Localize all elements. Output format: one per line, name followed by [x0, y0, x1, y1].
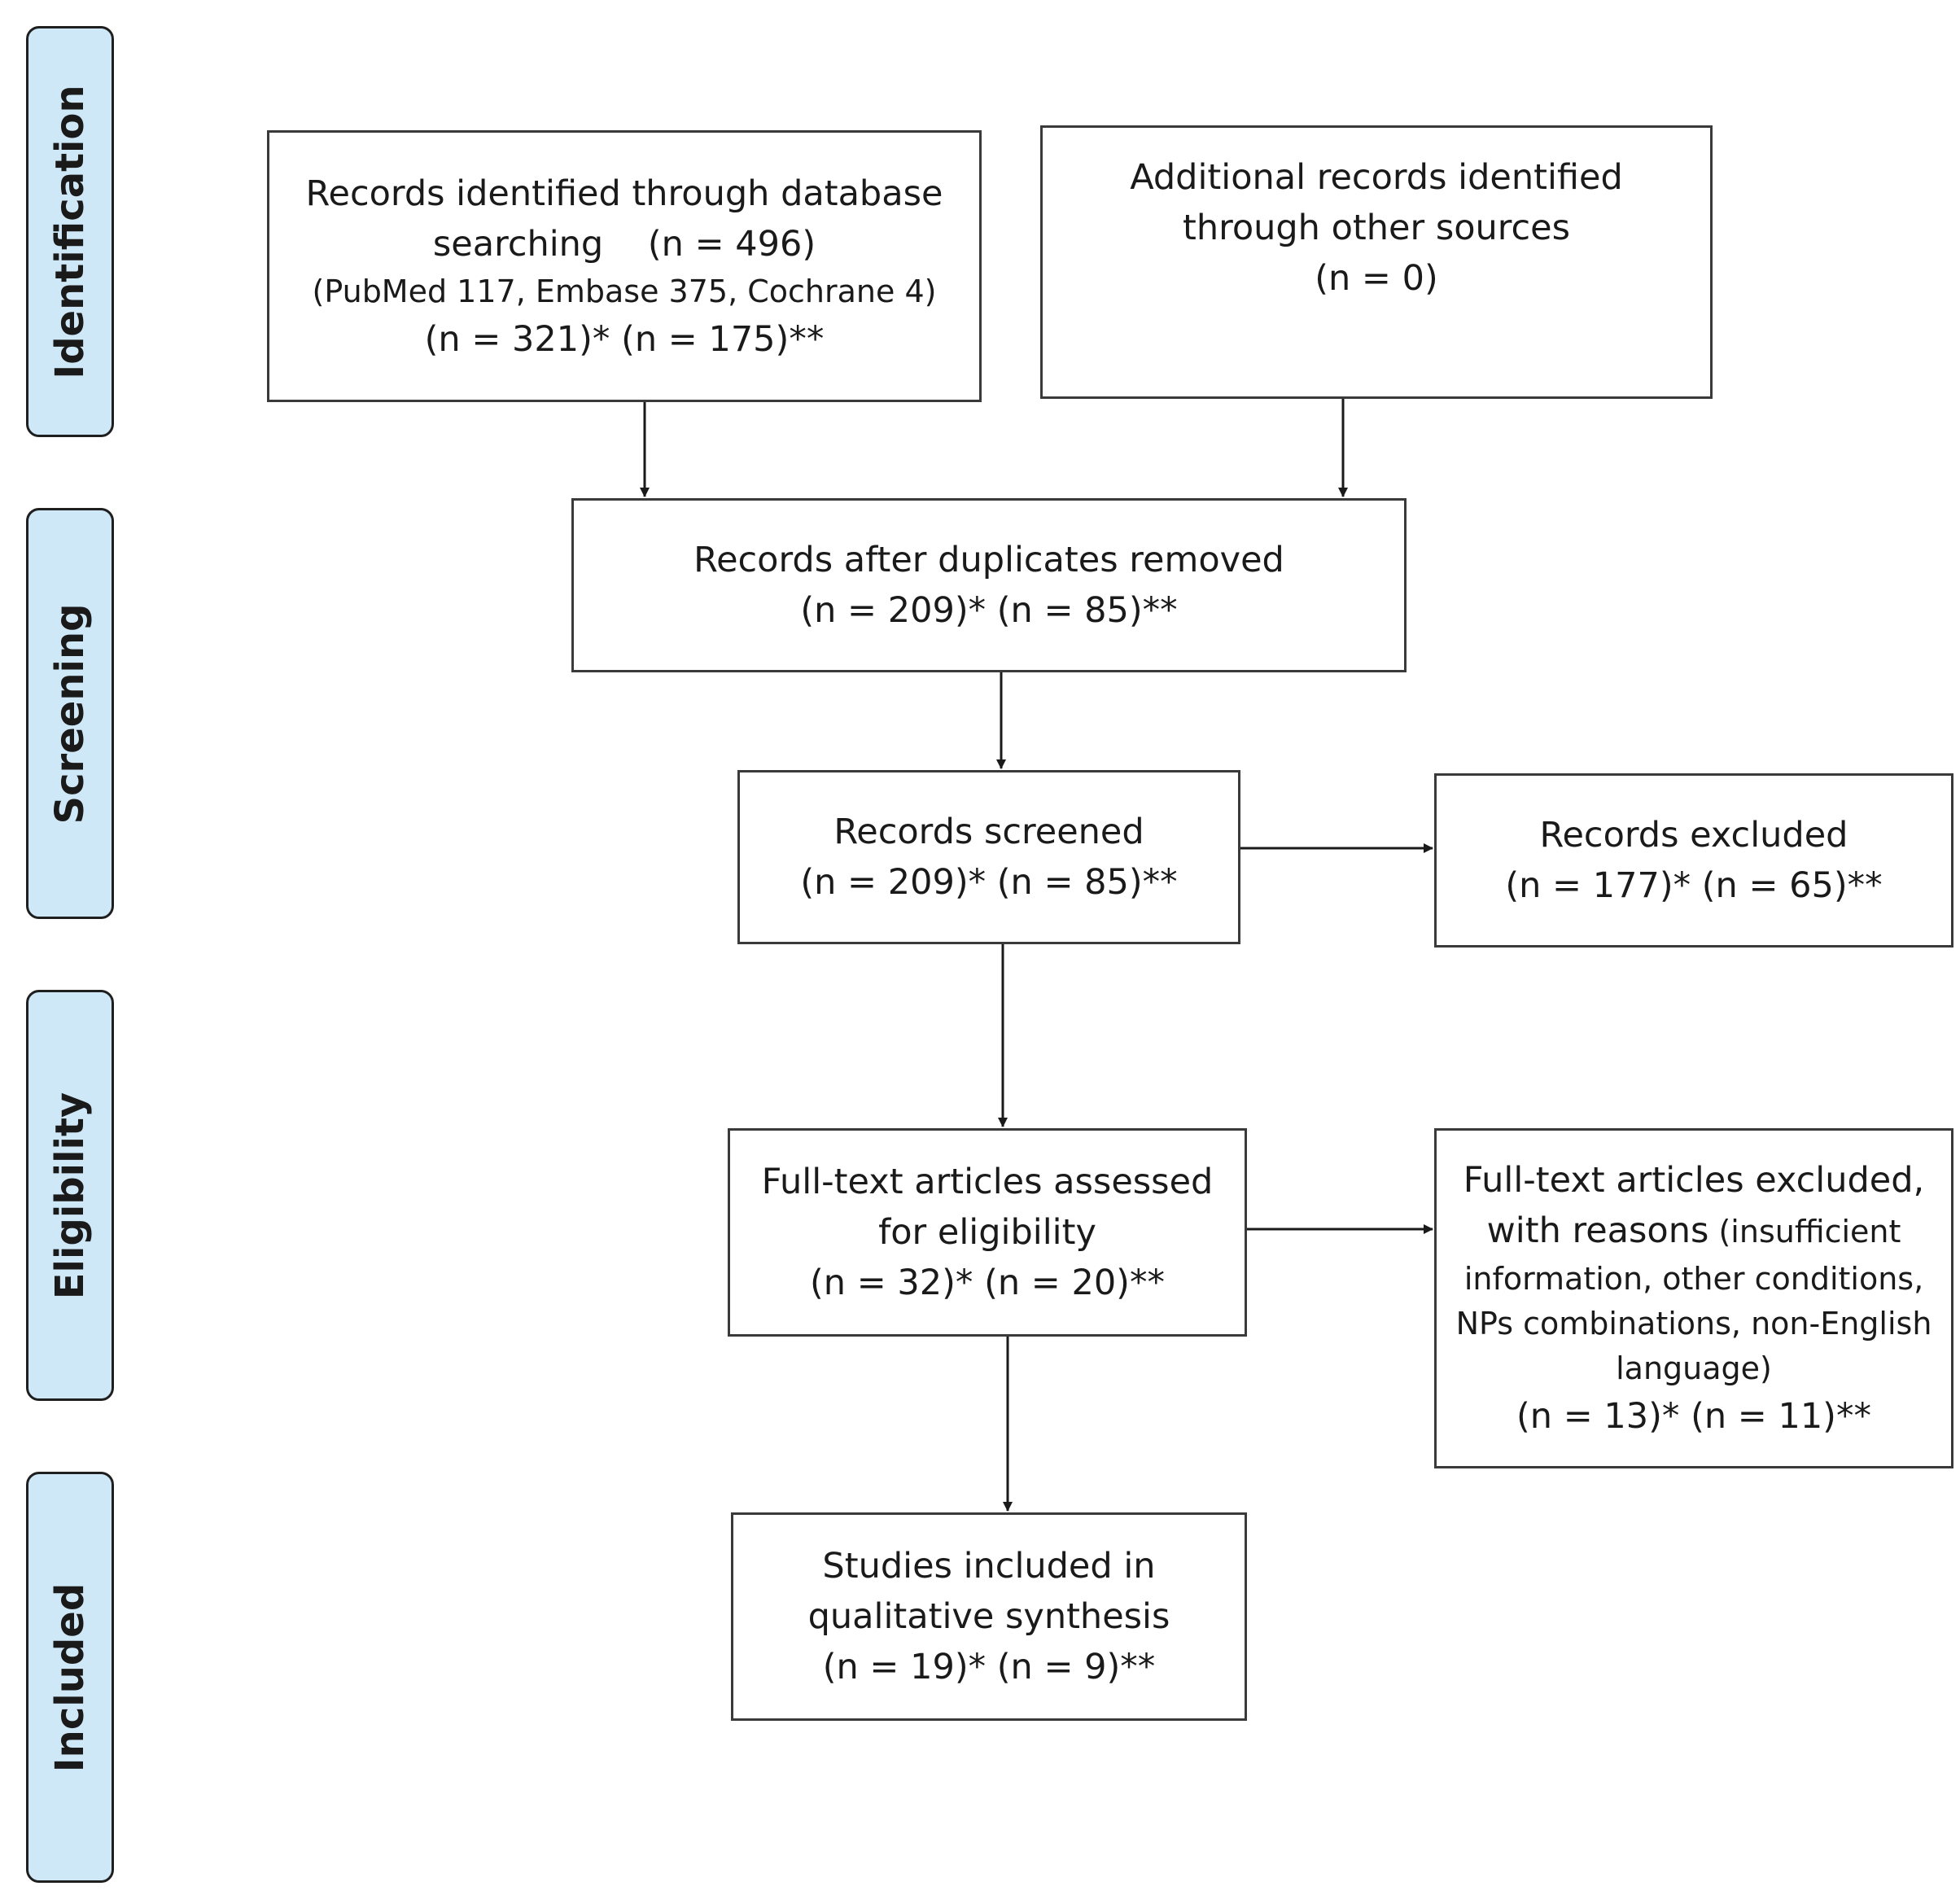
- box-records-excluded: Records excluded (n = 177)* (n = 65)**: [1434, 773, 1953, 948]
- box-database-search: Records identified through database sear…: [267, 130, 982, 402]
- box-records-screened: Records screened (n = 209)* (n = 85)**: [737, 770, 1240, 944]
- box-after-duplicates: Records after duplicates removed (n = 20…: [571, 498, 1407, 672]
- phase-eligibility: Eligibility: [26, 990, 114, 1401]
- phase-included: Included: [26, 1472, 114, 1883]
- box-fulltext-excluded: Full-text articles excluded, with reason…: [1434, 1128, 1953, 1468]
- phase-screening: Screening: [26, 508, 114, 919]
- box-fulltext-assessed: Full-text articles assessed for eligibil…: [728, 1128, 1247, 1337]
- box-other-sources: Additional records identified through ot…: [1040, 125, 1713, 399]
- box-studies-included: Studies included in qualitative synthesi…: [731, 1512, 1247, 1721]
- phase-identification: Identification: [26, 26, 114, 437]
